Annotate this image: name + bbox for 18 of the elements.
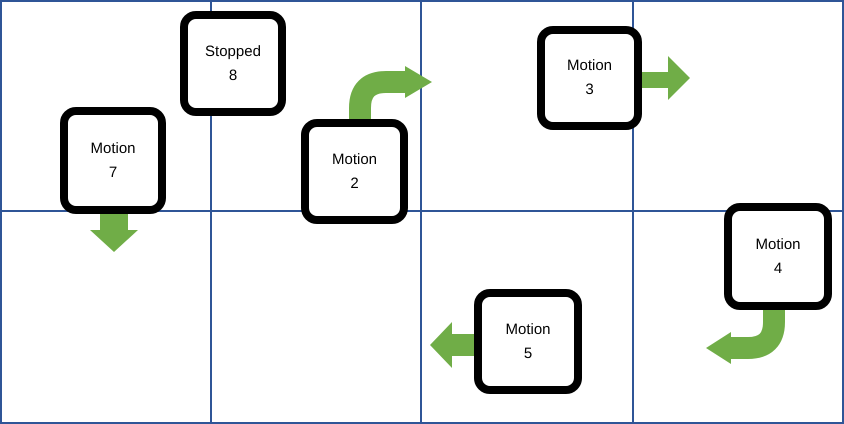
state-box bbox=[537, 26, 642, 130]
state-label: Motion bbox=[755, 234, 801, 254]
state-number: 2 bbox=[350, 174, 359, 194]
state-box bbox=[180, 11, 286, 116]
state-number: 8 bbox=[228, 66, 238, 86]
state-box bbox=[474, 289, 582, 394]
state-label: Motion bbox=[332, 150, 378, 170]
state-box bbox=[724, 203, 832, 310]
state-label: Motion bbox=[90, 138, 136, 158]
state-box bbox=[60, 107, 166, 214]
state-number: 7 bbox=[108, 162, 118, 182]
state-label: Motion bbox=[566, 56, 612, 76]
state-box bbox=[301, 119, 408, 224]
state-label: Stopped bbox=[205, 42, 261, 62]
state-number: 3 bbox=[585, 80, 594, 100]
state-number: 5 bbox=[524, 344, 532, 364]
state-label: Motion bbox=[505, 320, 551, 340]
state-number: 4 bbox=[774, 258, 782, 278]
